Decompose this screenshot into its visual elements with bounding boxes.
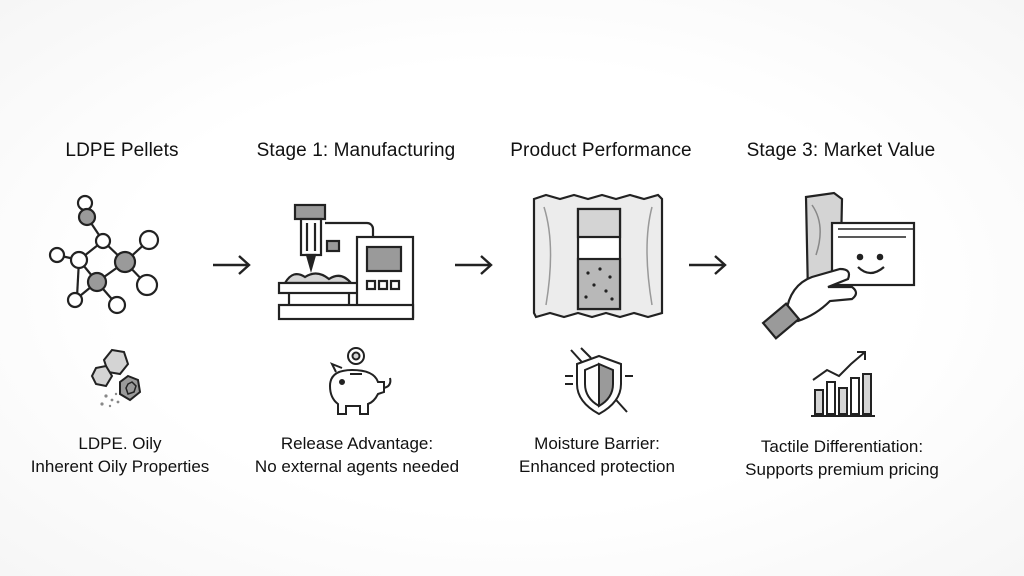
stage-3-caption-detail: Enhanced protection bbox=[519, 457, 675, 476]
stage-4-title: Stage 3: Market Value bbox=[746, 140, 936, 161]
stage-1-title: LDPE Pellets bbox=[65, 140, 179, 161]
stage-4-caption: Tactile Differentiation: Supports premiu… bbox=[745, 435, 939, 481]
right-arrow-icon bbox=[455, 255, 493, 275]
shield-icon bbox=[565, 347, 633, 416]
stage-3-caption-heading: Moisture Barrier: bbox=[534, 434, 660, 453]
stage-3-title: Product Performance bbox=[510, 140, 692, 161]
manufacturing-machine-icon bbox=[277, 203, 415, 321]
stage-1-caption-heading: LDPE. Oily bbox=[78, 434, 162, 453]
molecule-network-icon bbox=[48, 194, 160, 315]
stage-3-caption: Moisture Barrier: Enhanced protection bbox=[519, 432, 675, 478]
stage-2-title: Stage 1: Manufacturing bbox=[256, 140, 456, 161]
stage-2-caption-heading: Release Advantage: bbox=[280, 434, 434, 453]
pellets-icon bbox=[90, 348, 142, 408]
sealed-package-icon bbox=[532, 193, 664, 319]
stage-1-caption: LDPE. Oily Inherent Oily Properties bbox=[31, 432, 210, 478]
stage-1-caption-detail: Inherent Oily Properties bbox=[30, 457, 210, 476]
hand-holding-package-icon bbox=[761, 191, 916, 340]
right-arrow-icon bbox=[689, 255, 727, 275]
stage-2-caption-detail: No external agents needed bbox=[254, 457, 460, 476]
stage-4-caption-heading: Tactile Differentiation: bbox=[760, 437, 924, 456]
right-arrow-icon bbox=[213, 255, 251, 275]
stage-2-caption: Release Advantage: No external agents ne… bbox=[255, 432, 459, 478]
stage-4-caption-detail: Supports premium pricing bbox=[745, 460, 939, 479]
bar-chart-growth-icon bbox=[811, 351, 875, 417]
piggy-bank-icon bbox=[328, 347, 392, 415]
